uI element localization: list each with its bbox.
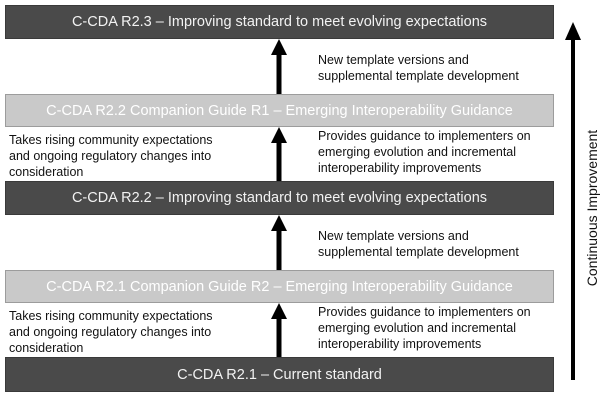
implementer-guidance-note: Provides guidance to implementers on eme… <box>318 305 531 351</box>
template-development-note: New template versions and supplemental t… <box>318 53 519 83</box>
up-arrow-icon <box>271 215 287 270</box>
r2-1-companion-guide-bar: C-CDA R2.1 Companion Guide R2 – Emerging… <box>5 270 554 303</box>
c-cda-r2-2-label: C-CDA R2.2 – Improving standard to meet … <box>71 190 488 206</box>
c-cda-r2-2-bar: C-CDA R2.2 – Improving standard to meet … <box>5 181 554 215</box>
continuous-improvement-label: Continuous Improvement <box>584 129 600 287</box>
r2-2-companion-guide-bar: C-CDA R2.2 Companion Guide R1 – Emerging… <box>5 94 554 127</box>
c-cda-r2-1-label: C-CDA R2.1 – Current standard <box>177 366 382 383</box>
up-arrow-icon <box>271 303 287 357</box>
up-arrow-icon <box>271 39 287 94</box>
c-cda-r2-3-label: C-CDA R2.3 – Improving standard to meet … <box>71 14 488 30</box>
community-expectations-note: Takes rising community expectations and … <box>9 309 213 355</box>
r2-1-companion-guide-label: C-CDA R2.1 Companion Guide R2 – Emerging… <box>46 278 513 295</box>
c-cda-r2-3-bar: C-CDA R2.3 – Improving standard to meet … <box>5 5 554 39</box>
up-arrow-icon <box>271 127 287 181</box>
r2-2-companion-guide-label: C-CDA R2.2 Companion Guide R1 – Emerging… <box>46 102 513 119</box>
community-expectations-note: Takes rising community expectations and … <box>9 133 213 179</box>
template-development-note: New template versions and supplemental t… <box>318 229 519 259</box>
continuous-improvement-arrow-icon <box>565 22 581 380</box>
c-cda-r2-1-bar: C-CDA R2.1 – Current standard <box>5 357 554 392</box>
implementer-guidance-note: Provides guidance to implementers on eme… <box>318 129 531 175</box>
